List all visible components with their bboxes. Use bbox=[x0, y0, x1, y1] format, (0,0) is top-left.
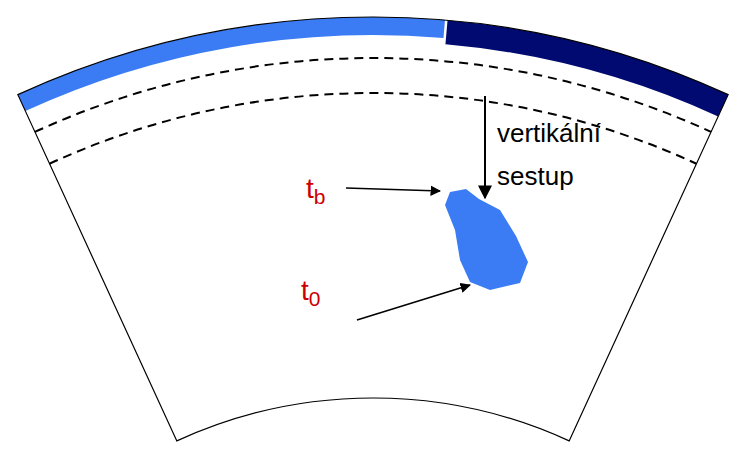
air-parcel bbox=[445, 189, 528, 290]
descent-arrow bbox=[484, 96, 486, 198]
time-label: t0 bbox=[301, 268, 320, 314]
dark-band bbox=[445, 20, 728, 116]
light-band bbox=[18, 17, 445, 111]
leader-arrow bbox=[357, 285, 470, 320]
earth-sector bbox=[18, 17, 728, 441]
process-label: vertikální sestup bbox=[497, 112, 622, 198]
dashed-level bbox=[35, 58, 711, 132]
leader-arrow bbox=[346, 188, 440, 191]
sector-outline bbox=[18, 17, 728, 441]
time-label: tb bbox=[306, 166, 325, 212]
